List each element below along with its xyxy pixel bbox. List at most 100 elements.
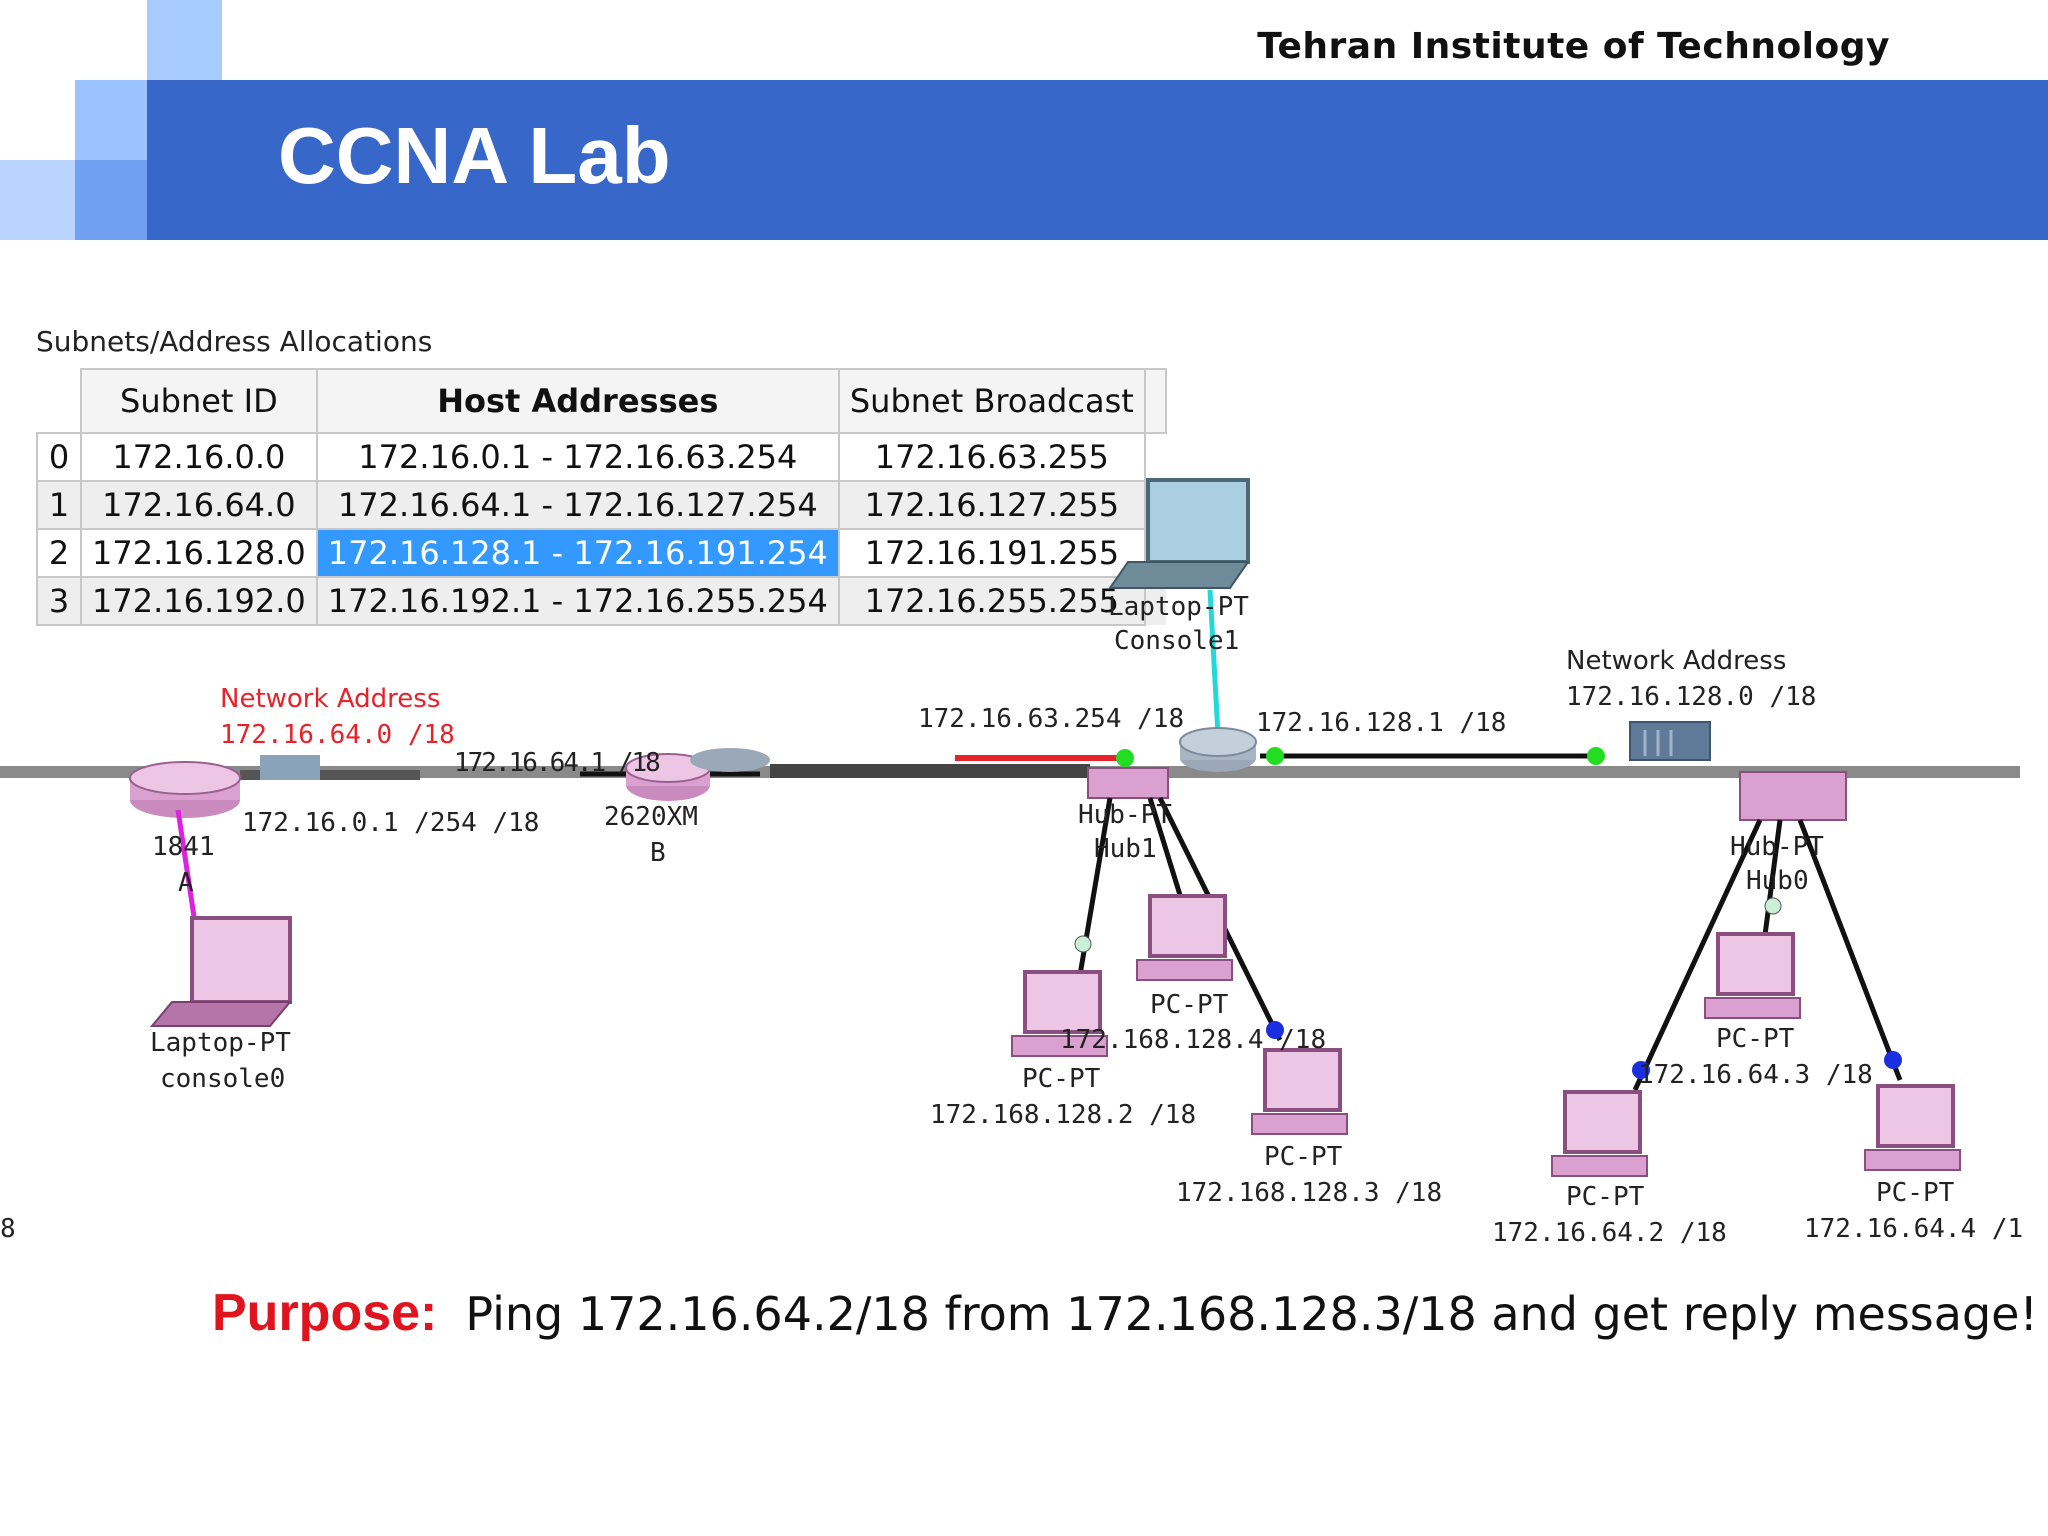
- cable: [1762, 819, 1783, 936]
- host-addresses-cell[interactable]: 172.16.0.1 - 172.16.63.254: [315, 432, 840, 482]
- backbone-dark-mid: [770, 764, 1090, 778]
- cable: [1147, 797, 1183, 896]
- network-box-left: [260, 755, 320, 780]
- edge-fragment: 8: [0, 1214, 16, 1244]
- pc-icon: [1551, 1090, 1648, 1177]
- purpose-label: Purpose:: [212, 1284, 438, 1342]
- subnet-id-cell[interactable]: 172.16.64.0: [80, 480, 318, 530]
- header-band: [147, 80, 2048, 240]
- pc-type-label: PC-PT: [1022, 1064, 1101, 1094]
- subnet-id-cell[interactable]: 172.16.192.0: [80, 576, 318, 626]
- pc-icon: [1011, 970, 1108, 1057]
- row-filler: [1144, 433, 1166, 481]
- pc-ip-label: 172.16.64.3 /18: [1638, 1060, 1873, 1090]
- link-dot: [1266, 1021, 1284, 1039]
- backbone-dark-left: [240, 770, 420, 780]
- pc-type-label: PC-PT: [1264, 1142, 1343, 1172]
- broadcast-cell[interactable]: 172.16.191.255: [837, 528, 1146, 578]
- hub0-type: Hub-PT: [1730, 832, 1824, 862]
- laptop-console0-icon: [149, 916, 293, 1027]
- pc-icon: [1251, 1048, 1348, 1135]
- column-header-host-addresses[interactable]: Host Addresses: [315, 368, 840, 434]
- switch-right-icon: [1629, 721, 1711, 761]
- row-index: 1: [36, 480, 82, 530]
- laptop-console1-type: Laptop-PT: [1108, 592, 1249, 622]
- slide-title: CCNA Lab: [278, 111, 671, 200]
- table-row[interactable]: 2 172.16.128.0 172.16.128.1 - 172.16.191…: [36, 528, 1166, 578]
- link-dot: [1884, 1051, 1902, 1069]
- table-caption: Subnets/Address Allocations: [36, 325, 433, 358]
- subnet-id-cell[interactable]: 172.16.0.0: [80, 432, 318, 482]
- link-dot: [1266, 747, 1284, 765]
- host-addresses-cell[interactable]: 172.16.192.1 - 172.16.255.254: [315, 576, 840, 626]
- link-dot: [1116, 749, 1134, 767]
- router-b-model: 2620XM: [604, 802, 698, 832]
- network-left-value: 172.16.64.0 /18: [220, 720, 455, 750]
- decor-square-mid2: [75, 160, 147, 240]
- hub1-icon: [1087, 767, 1169, 799]
- pc-type-label: PC-PT: [1150, 990, 1229, 1020]
- laptop-console0-name: console0: [160, 1064, 286, 1094]
- router-center-icon: [1179, 727, 1257, 772]
- table-row[interactable]: 1 172.16.64.0 172.16.64.1 - 172.16.127.2…: [36, 480, 1166, 530]
- broadcast-cell[interactable]: 172.16.255.255: [837, 576, 1146, 626]
- pc-type-label: PC-PT: [1876, 1178, 1955, 1208]
- router-b-ip: 172.16.64.1 /18: [454, 748, 661, 778]
- table-header-row: Subnet ID Host Addresses Subnet Broadcas…: [37, 368, 1167, 434]
- decor-square-left: [0, 160, 75, 240]
- network-right-value: 172.16.128.0 /18: [1566, 682, 1817, 712]
- network-left-label: Network Address: [220, 684, 441, 714]
- link-dot: [1074, 935, 1092, 953]
- router-b-name: B: [650, 838, 666, 868]
- table-row[interactable]: 0 172.16.0.0 172.16.0.1 - 172.16.63.254 …: [36, 432, 1166, 482]
- pc-type-label: PC-PT: [1566, 1182, 1645, 1212]
- router-a-model: 1841: [152, 832, 215, 862]
- row-index: 3: [36, 576, 82, 626]
- pc-ip-label: 172.168.128.4 /18: [1060, 1025, 1327, 1055]
- institute-name: Tehran Institute of Technology: [1257, 26, 1890, 67]
- pc-icon: [1864, 1084, 1961, 1171]
- column-header-subnet-broadcast[interactable]: Subnet Broadcast: [837, 368, 1146, 434]
- router-b-icon: [625, 753, 711, 801]
- hub0-icon: [1739, 771, 1847, 821]
- router-b-shadow: [690, 748, 770, 772]
- router-a-icon: [129, 761, 241, 818]
- console0-cable: [175, 809, 199, 931]
- hub1-type: Hub-PT: [1078, 800, 1172, 830]
- column-header-subnet-id[interactable]: Subnet ID: [80, 368, 318, 434]
- decor-square-top: [147, 0, 222, 80]
- pc-ip-label: 172.168.128.2 /18: [930, 1100, 1197, 1130]
- broadcast-cell[interactable]: 172.16.63.255: [837, 432, 1146, 482]
- broadcast-cell[interactable]: 172.16.127.255: [837, 480, 1146, 530]
- subnet-allocation-table: Subnet ID Host Addresses Subnet Broadcas…: [36, 368, 1167, 626]
- cable: [1632, 818, 1763, 1092]
- pc-ip-label: 172.168.128.3 /18: [1176, 1178, 1443, 1208]
- host-addresses-cell[interactable]: 172.16.64.1 - 172.16.127.254: [315, 480, 840, 530]
- console1-cable: [1207, 589, 1221, 736]
- hub0-name: Hub0: [1746, 866, 1809, 896]
- pc-icon: [1704, 932, 1801, 1019]
- link-left-ip: 172.16.63.254 /18: [918, 704, 1185, 734]
- purpose-line: Purpose: Ping 172.16.64.2/18 from 172.168…: [212, 1283, 2038, 1343]
- header-filler: [1143, 368, 1167, 434]
- link-dot: [1632, 1061, 1650, 1079]
- purpose-text: Ping 172.16.64.2/18 from 172.168.128.3/1…: [465, 1287, 2038, 1341]
- pc-ip-label: 172.16.64.2 /18: [1492, 1218, 1727, 1248]
- router-a-name: A: [178, 868, 194, 898]
- host-addresses-cell-selected[interactable]: 172.16.128.1 - 172.16.191.254: [315, 528, 840, 578]
- decor-square-mid: [75, 80, 147, 160]
- router-a-ip: 172.16.0.1 /254 /18: [242, 808, 540, 838]
- laptop-console0-type: Laptop-PT: [150, 1028, 291, 1058]
- pc-ip-label: 172.16.64.4 /1: [1804, 1214, 2024, 1244]
- network-right-label: Network Address: [1566, 646, 1787, 676]
- row-index: 2: [36, 528, 82, 578]
- link-dot: [1587, 747, 1605, 765]
- table-row[interactable]: 3 172.16.192.0 172.16.192.1 - 172.16.255…: [36, 576, 1166, 626]
- link-right-ip: 172.16.128.1 /18: [1256, 708, 1507, 738]
- subnet-id-cell[interactable]: 172.16.128.0: [80, 528, 318, 578]
- header-index-cell: [37, 369, 82, 434]
- hub1-name: Hub1: [1094, 834, 1157, 864]
- link-dot: [1764, 897, 1782, 915]
- laptop-console1-icon: [1108, 478, 1250, 589]
